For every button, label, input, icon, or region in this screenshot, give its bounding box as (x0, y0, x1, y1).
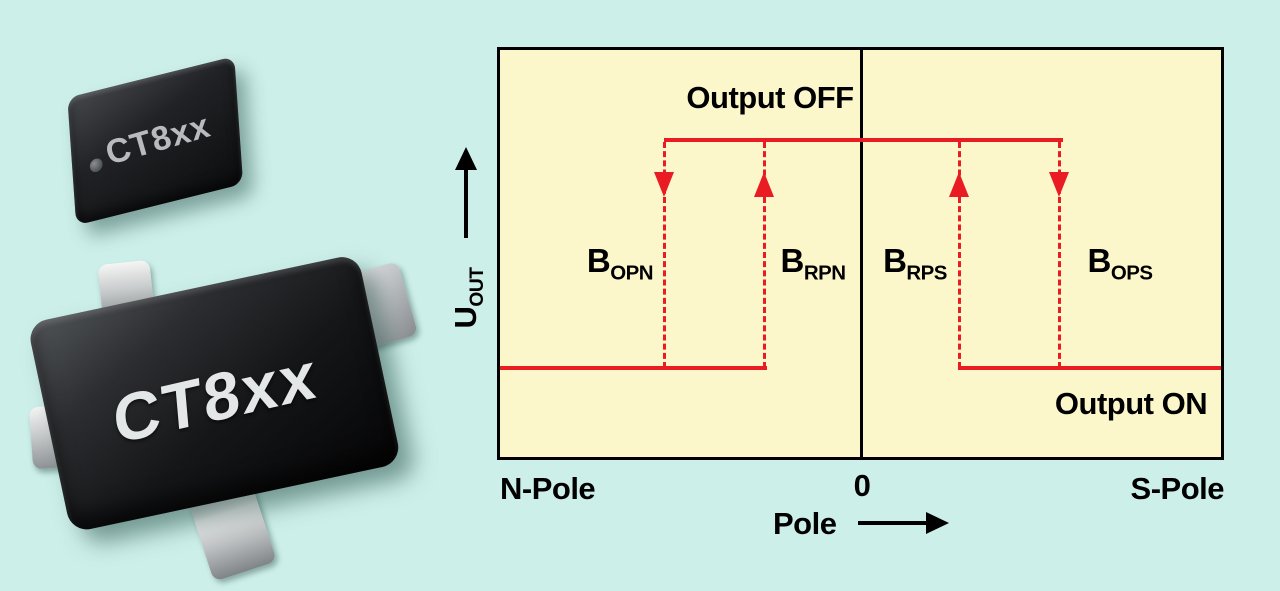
y-axis-arrow-line (464, 170, 468, 238)
threshold-symbol: B (586, 242, 611, 279)
hysteresis-plot: Output OFF Output ON BOPN BRPN BRPS BOPS (497, 47, 1224, 460)
chip-photo-large: CT8xx (4, 194, 507, 591)
chip-photo-small: CT8xx (38, 25, 288, 260)
up-arrowhead-icon (455, 147, 477, 170)
output-on-level-line-left (500, 366, 767, 370)
chip-body: CT8xx (67, 56, 244, 226)
chip-label: CT8xx (110, 336, 321, 459)
down-arrowhead-icon (1049, 172, 1069, 197)
threshold-subscript: OPS (1110, 261, 1153, 285)
x-tick-s-pole: S-Pole (1130, 471, 1225, 506)
right-arrowhead-icon (926, 512, 949, 534)
y-axis-symbol: U (448, 306, 483, 329)
x-axis-label: Pole (773, 506, 837, 541)
threshold-subscript: RPN (803, 261, 846, 285)
threshold-symbol: B (883, 242, 907, 279)
chip-body: CT8xx (26, 253, 402, 534)
threshold-symbol: B (780, 242, 805, 279)
y-axis-subscript: OUT (467, 267, 489, 307)
threshold-dashed-line-brpn (763, 142, 766, 368)
x-tick-n-pole: N-Pole (500, 471, 596, 506)
threshold-subscript: RPS (906, 261, 947, 285)
threshold-label-brps: BRPS (883, 242, 947, 283)
threshold-label-bops: BOPS (1087, 242, 1153, 283)
chip-label: CT8xx (101, 106, 216, 173)
threshold-dashed-line-bopn (663, 142, 666, 368)
threshold-label-brpn: BRPN (780, 242, 846, 283)
threshold-dashed-line-bops (1058, 142, 1061, 368)
y-axis-label: UOUT (448, 268, 488, 329)
output-on-level-line-right (958, 366, 1221, 370)
threshold-symbol: B (1087, 242, 1111, 279)
zero-field-axis-line (860, 50, 863, 457)
x-axis-arrow-line (858, 521, 928, 525)
down-arrowhead-icon (654, 172, 674, 197)
pin1-marker-dot (89, 156, 103, 173)
threshold-subscript: OPN (610, 261, 654, 285)
threshold-dashed-line-brps (958, 142, 961, 368)
up-arrowhead-icon (949, 172, 969, 197)
output-off-label: Output OFF (686, 80, 854, 115)
x-tick-zero: 0 (853, 468, 871, 503)
output-off-level-line (664, 138, 1063, 142)
up-arrowhead-icon (754, 172, 774, 197)
output-on-label: Output ON (1054, 386, 1208, 421)
threshold-label-bopn: BOPN (586, 242, 654, 283)
